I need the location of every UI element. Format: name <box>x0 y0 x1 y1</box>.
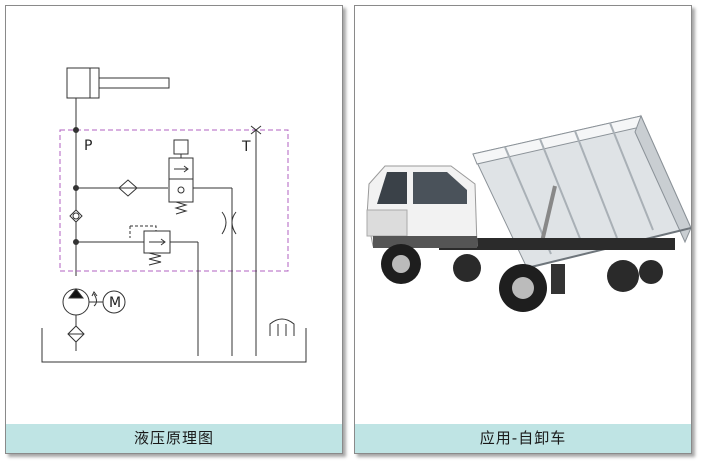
motor-label: M <box>109 295 121 311</box>
relief-valve-icon <box>129 225 171 266</box>
truck-cab <box>366 165 478 248</box>
right-panel-caption: 应用-自卸车 <box>355 424 691 453</box>
check-valve-icon <box>69 209 83 223</box>
truck-bed <box>472 114 691 269</box>
solenoid-valve-icon <box>168 139 194 215</box>
lift-cylinder <box>539 185 557 247</box>
hydraulic-diagram-panel: P T M 液压原理图 <box>5 5 343 454</box>
left-panel-caption: 液压原理图 <box>6 424 342 453</box>
filter-icon-lower <box>67 325 85 343</box>
throttle-icon <box>221 211 237 235</box>
dump-truck-image <box>366 114 691 312</box>
hydraulic-schematic: P T M <box>41 67 307 363</box>
filter-icon <box>118 179 138 197</box>
application-image-panel: 应用-自卸车 <box>354 5 692 454</box>
truck-wheels <box>381 244 663 312</box>
truck-chassis <box>439 238 675 250</box>
tank-port-label: T <box>241 139 251 155</box>
pressure-port-label: P <box>84 138 92 154</box>
hydraulic-cylinder-icon <box>66 67 170 99</box>
tank-icon <box>41 318 307 363</box>
valve-block-boundary <box>59 129 289 272</box>
motor-icon <box>102 290 126 314</box>
